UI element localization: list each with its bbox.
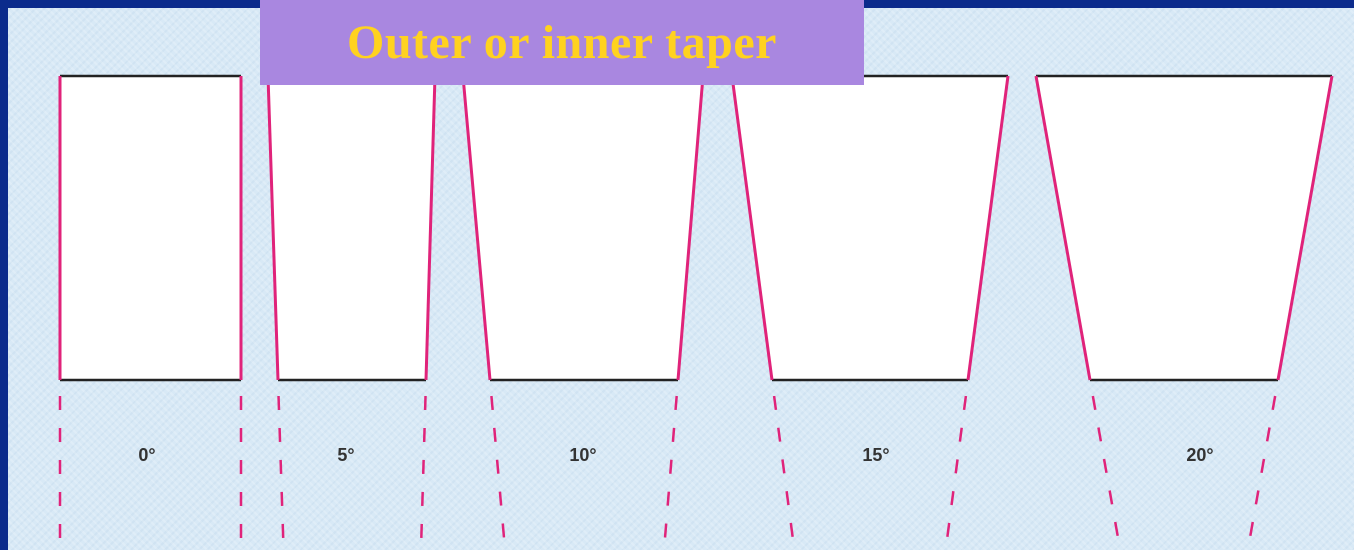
taper-15-left-extension bbox=[772, 395, 795, 543]
taper-label-0: 0° bbox=[138, 445, 156, 465]
taper-diagram bbox=[58, 74, 1334, 543]
taper-5-body bbox=[268, 76, 435, 380]
taper-20-left-extension bbox=[1091, 395, 1121, 543]
taper-15-right-extension bbox=[945, 395, 968, 543]
taper-label-15: 15° bbox=[862, 445, 890, 465]
taper-5-right-extension bbox=[419, 395, 427, 543]
taper-label-5: 5° bbox=[337, 445, 355, 465]
taper-label-10: 10° bbox=[569, 445, 597, 465]
title-banner: Outer or inner taper bbox=[260, 0, 864, 85]
taper-5-left-extension bbox=[277, 395, 285, 543]
taper-15-body bbox=[732, 76, 1008, 380]
taper-15-left-wall bbox=[730, 75, 774, 381]
taper-20-body bbox=[1036, 76, 1332, 380]
taper-0-body bbox=[60, 76, 241, 380]
taper-label-20: 20° bbox=[1186, 445, 1214, 465]
taper-15-right-wall bbox=[966, 75, 1010, 381]
taper-20-right-extension bbox=[1247, 395, 1277, 543]
page-title: Outer or inner taper bbox=[347, 16, 777, 69]
taper-10-body bbox=[463, 76, 703, 380]
taper-20-left-wall bbox=[1034, 75, 1092, 381]
taper-10-left-wall bbox=[461, 75, 492, 381]
taper-20-right-wall bbox=[1276, 75, 1334, 381]
taper-5-right-wall bbox=[424, 75, 437, 381]
taper-10-left-extension bbox=[490, 395, 506, 543]
taper-10-right-extension bbox=[663, 395, 678, 543]
diagram-canvas: 0° 5° 10° 15° 20° bbox=[8, 8, 1354, 550]
taper-10-right-wall bbox=[676, 75, 705, 381]
taper-5-left-wall bbox=[266, 75, 280, 381]
